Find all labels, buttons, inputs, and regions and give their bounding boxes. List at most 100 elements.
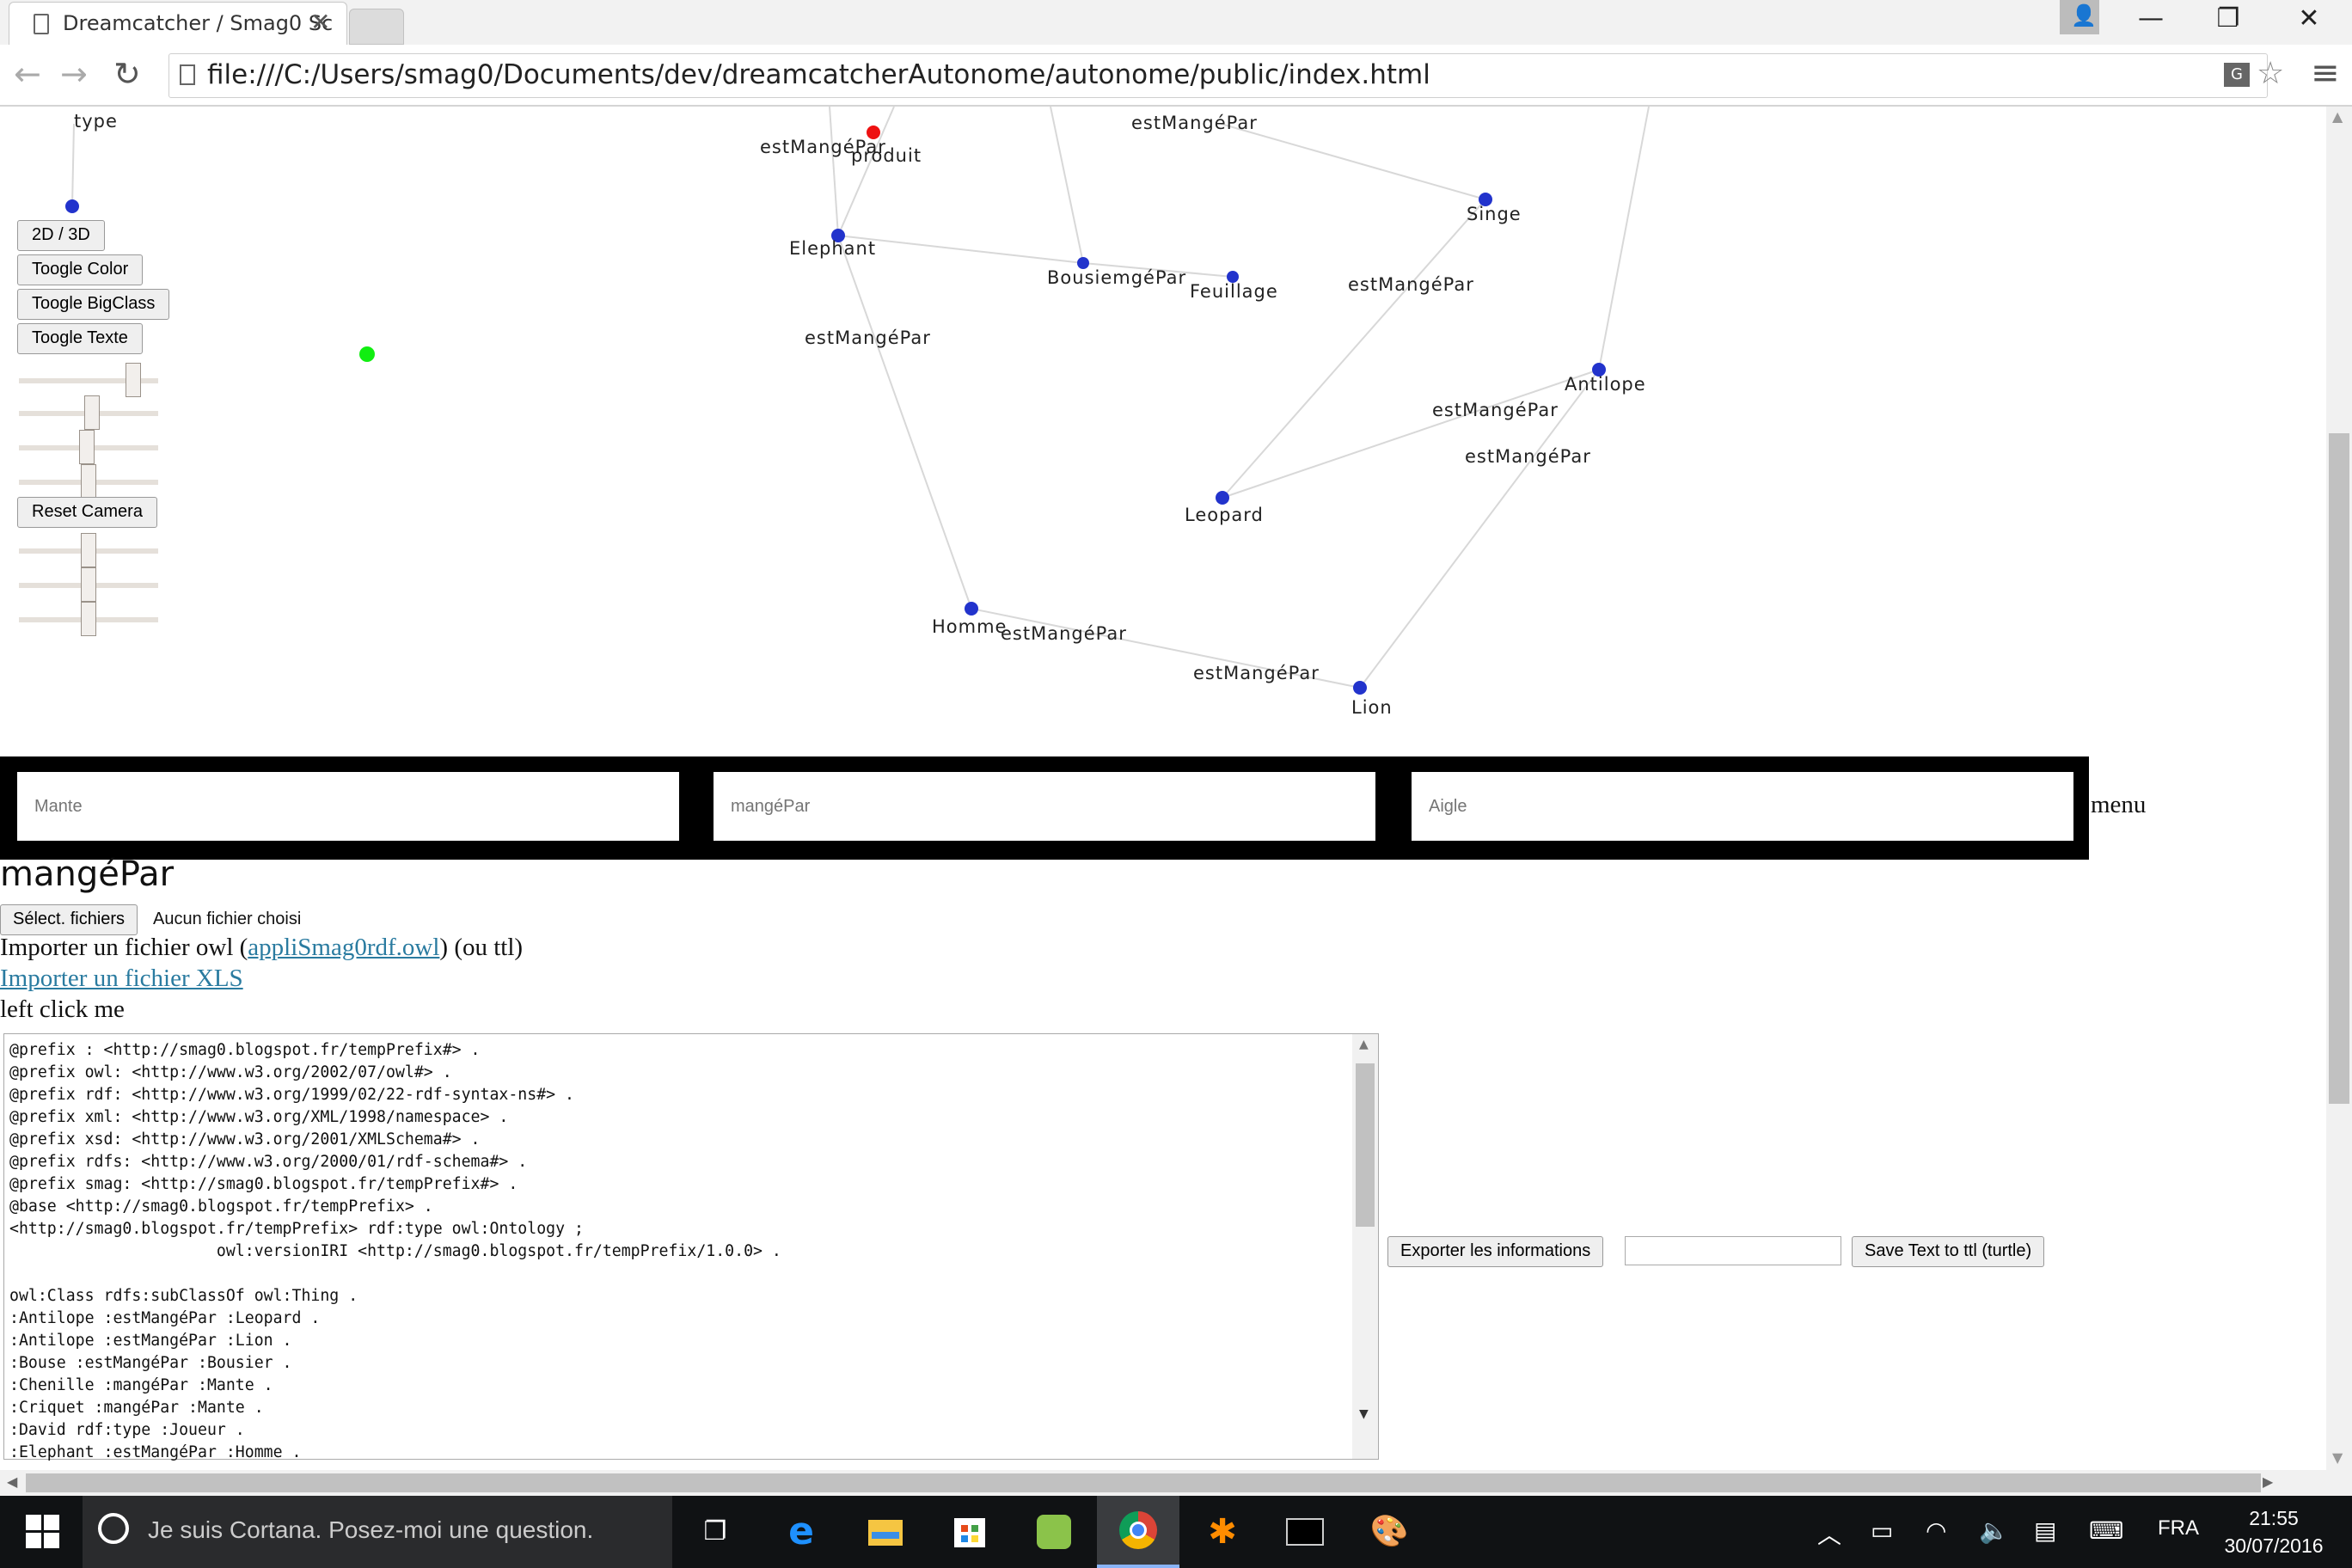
graph-node-singe[interactable] — [1479, 193, 1492, 206]
edge — [1050, 106, 1084, 264]
back-icon[interactable]: ← — [14, 55, 41, 93]
tray-overflow-icon[interactable]: ︿ — [1817, 1522, 1842, 1548]
store-icon[interactable] — [949, 1511, 990, 1553]
file-icon — [180, 64, 195, 85]
camera-slider[interactable] — [19, 567, 158, 602]
slider-handle[interactable] — [81, 602, 96, 636]
volume-icon[interactable]: 🔈 — [1979, 1517, 2009, 1544]
slider-handle[interactable] — [81, 464, 96, 499]
label-type: type — [74, 111, 118, 132]
slider-handle[interactable] — [84, 395, 100, 430]
turtle-textarea[interactable]: @prefix : <http://smag0.blogspot.fr/temp… — [3, 1033, 1379, 1461]
cortana-search-box[interactable]: Je suis Cortana. Posez-moi une question. — [83, 1496, 672, 1568]
textarea-scroll-thumb[interactable] — [1356, 1063, 1375, 1227]
address-bar[interactable]: file:///C:/Users/smag0/Documents/dev/dre… — [168, 53, 2284, 98]
graph-node-bousier[interactable] — [1077, 257, 1089, 269]
graph-nodes[interactable] — [65, 126, 1606, 695]
file-explorer-icon[interactable] — [865, 1511, 906, 1553]
browser-tab[interactable]: Dreamcatcher / Smag0 Sc ✕ — [9, 2, 347, 46]
graph-svg[interactable]: type estMangéPar estMangéPar produit Ele… — [0, 106, 2326, 756]
label-estmange: estMangéPar — [1001, 623, 1127, 644]
subject-input[interactable] — [17, 772, 679, 841]
notifications-icon[interactable]: ▤ — [2034, 1517, 2057, 1544]
graph-slider[interactable] — [19, 395, 158, 430]
forward-icon[interactable]: → — [60, 55, 88, 93]
toggle-2d3d-button[interactable]: 2D / 3D — [17, 220, 105, 251]
toggle-color-button[interactable]: Toogle Color — [17, 254, 144, 285]
object-input[interactable] — [1412, 772, 2073, 841]
camera-slider[interactable] — [19, 602, 158, 636]
toggle-texte-button[interactable]: Toogle Texte — [17, 323, 143, 354]
new-tab-button[interactable] — [349, 9, 404, 45]
camera-slider[interactable] — [19, 533, 158, 567]
chrome-taskbar-button[interactable] — [1097, 1496, 1179, 1568]
scroll-up-icon[interactable]: ▲ — [2332, 108, 2343, 125]
cortana-placeholder: Je suis Cortana. Posez-moi une question. — [148, 1516, 594, 1543]
minimize-button[interactable]: — — [2138, 3, 2164, 34]
graph-node-homme[interactable] — [965, 602, 978, 616]
graph-node-red[interactable] — [867, 126, 880, 139]
bookmark-star-icon[interactable]: ☆ — [2257, 56, 2285, 91]
reload-icon[interactable]: ↻ — [113, 55, 141, 93]
predicate-title: mangéPar — [0, 854, 175, 894]
browser-menu-icon[interactable]: ≡ — [2311, 53, 2340, 93]
scroll-down-icon[interactable]: ▼ — [1359, 1407, 1369, 1421]
save-ttl-button[interactable]: Save Text to ttl (turtle) — [1852, 1236, 2045, 1267]
graph-node-green[interactable] — [359, 346, 375, 362]
label-feuillage: Feuillage — [1190, 281, 1278, 302]
slider-handle[interactable] — [79, 430, 95, 464]
page-vertical-scrollbar[interactable]: ▲ ▼ ▼ — [2326, 107, 2352, 1470]
windows-start-icon[interactable] — [26, 1515, 60, 1549]
page-scroll-thumb[interactable] — [2329, 433, 2349, 1104]
close-window-button[interactable]: ✕ — [2298, 3, 2320, 34]
slider-handle[interactable] — [126, 363, 141, 397]
terminal-icon[interactable] — [1284, 1511, 1326, 1553]
edge — [1082, 262, 1234, 278]
task-view-icon[interactable]: ❐ — [703, 1516, 727, 1547]
language-indicator[interactable]: FRA — [2158, 1516, 2199, 1540]
graph-slider[interactable] — [19, 430, 158, 464]
profile-button[interactable]: 👤 — [2060, 0, 2099, 34]
app-icon[interactable] — [1033, 1511, 1075, 1553]
textarea-scrollbar[interactable]: ▲ ▼ — [1352, 1034, 1378, 1459]
export-button[interactable]: Exporter les informations — [1387, 1236, 1604, 1267]
graph-node-leopard[interactable] — [1216, 491, 1229, 505]
wifi-icon[interactable]: ◠ — [1926, 1517, 1947, 1544]
restore-button[interactable]: ❐ — [2216, 3, 2240, 34]
paint-icon[interactable]: 🎨 — [1369, 1514, 1409, 1549]
graph-node-lion[interactable] — [1353, 681, 1367, 695]
slider-handle[interactable] — [81, 533, 96, 567]
tab-close-icon[interactable]: ✕ — [310, 8, 331, 36]
translate-icon[interactable]: G — [2224, 63, 2250, 87]
horizontal-scroll-thumb[interactable] — [26, 1473, 2261, 1492]
turtle-code[interactable]: @prefix : <http://smag0.blogspot.fr/temp… — [9, 1041, 781, 1461]
graph-slider[interactable] — [19, 363, 158, 397]
graph-node-elephant[interactable] — [831, 229, 845, 242]
select-files-button[interactable]: Sélect. fichiers — [0, 904, 138, 935]
graph-node[interactable] — [65, 199, 79, 213]
scroll-up-icon[interactable]: ▲ — [1359, 1038, 1369, 1051]
predicate-input[interactable] — [714, 772, 1375, 841]
owl-file-link[interactable]: appliSmag0rdf.owl — [248, 934, 440, 961]
battery-icon[interactable]: ▭ — [1871, 1517, 1894, 1544]
page-horizontal-scrollbar[interactable]: ◀ ▶ — [0, 1470, 2352, 1496]
graph-slider[interactable] — [19, 464, 158, 499]
keyboard-icon[interactable]: ⌨ — [2089, 1517, 2124, 1544]
scroll-down-icon[interactable]: ▼ — [2332, 1449, 2343, 1466]
scroll-right-icon[interactable]: ▶ — [2263, 1473, 2274, 1490]
import-xls-link[interactable]: Importer un fichier XLS — [0, 965, 243, 992]
reset-camera-button[interactable]: Reset Camera — [17, 497, 157, 528]
menu-link[interactable]: menu — [2091, 791, 2147, 818]
taskbar-clock[interactable]: 21:55 30/07/2016 — [2209, 1504, 2338, 1559]
toggle-bigclass-button[interactable]: Toogle BigClass — [17, 289, 170, 320]
edge-browser-icon[interactable]: e — [788, 1510, 814, 1553]
scroll-left-icon[interactable]: ◀ — [7, 1473, 18, 1490]
filename-input[interactable] — [1625, 1236, 1841, 1265]
left-click-label[interactable]: left click me — [0, 995, 125, 1023]
graph-canvas[interactable]: type estMangéPar estMangéPar produit Ele… — [0, 106, 2326, 756]
slider-handle[interactable] — [81, 567, 96, 602]
url-text[interactable]: file:///C:/Users/smag0/Documents/dev/dre… — [207, 59, 1430, 90]
graph-node-antilope[interactable] — [1592, 363, 1606, 377]
app-icon[interactable]: ✱ — [1208, 1512, 1237, 1552]
graph-node-feuillage[interactable] — [1227, 271, 1239, 283]
